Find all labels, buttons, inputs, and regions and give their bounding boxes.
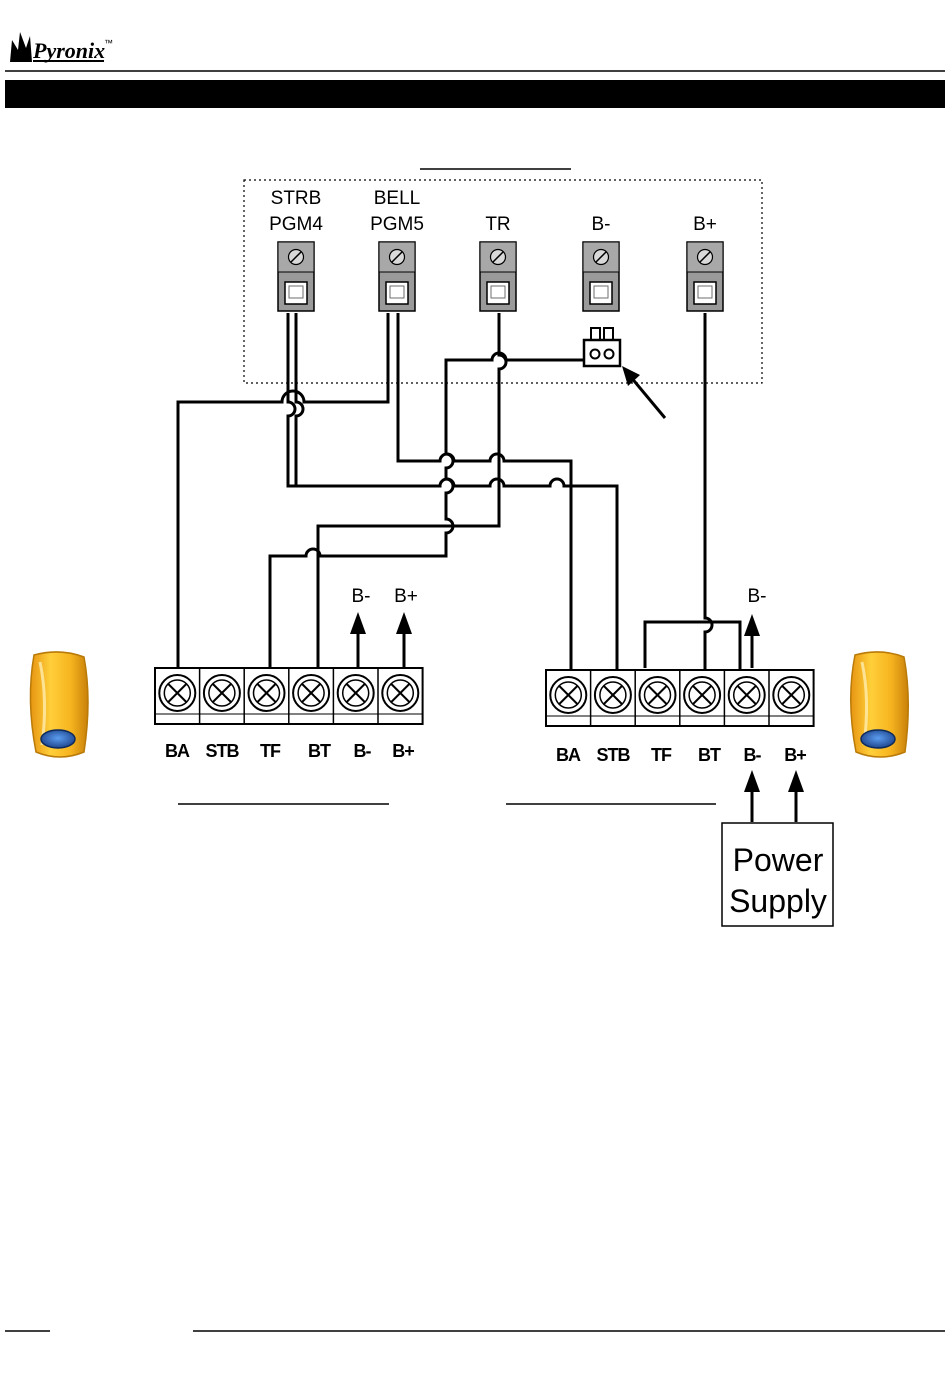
left-bminus-arrow-icon bbox=[350, 612, 366, 634]
panel-label-tr: TR bbox=[485, 214, 510, 235]
left-sounder-terminal-labels: BA STB TF BT B- B+ bbox=[165, 741, 414, 761]
right-sounder-terminal-labels: BA STB TF BT B- B+ bbox=[556, 745, 806, 765]
header-band bbox=[5, 80, 945, 108]
wire-bell-b bbox=[398, 313, 571, 670]
right-label-ba: BA bbox=[556, 745, 581, 765]
header-logo: Pyronix ™ bbox=[10, 32, 113, 63]
panel-label-bplus: B+ bbox=[693, 214, 717, 235]
panel-terminal-block bbox=[278, 242, 314, 311]
left-label-bplus: B+ bbox=[392, 741, 414, 761]
panel-terminal-block bbox=[379, 242, 415, 311]
left-supply-bminus-label: B- bbox=[352, 586, 371, 607]
right-sounder-terminal-strip bbox=[546, 670, 814, 726]
left-supply-bplus-label: B+ bbox=[394, 586, 418, 607]
right-label-stb: STB bbox=[597, 745, 631, 765]
right-supply-bminus-label: B- bbox=[748, 586, 767, 607]
right-label-bminus: B- bbox=[744, 745, 762, 765]
panel-link-connector bbox=[584, 328, 665, 418]
panel-terminal-blocks bbox=[278, 242, 723, 311]
right-bminus-arrow-icon bbox=[744, 614, 760, 636]
power-supply-label-line1: Power bbox=[733, 842, 824, 878]
logo-text: Pyronix bbox=[32, 38, 105, 63]
left-label-ba: BA bbox=[165, 741, 190, 761]
logo-flame-icon bbox=[10, 32, 32, 62]
power-supply-bplus-arrow-icon bbox=[788, 770, 804, 792]
panel-terminal-block bbox=[480, 242, 516, 311]
right-label-bt: BT bbox=[698, 745, 721, 765]
left-sounder-terminal-strip bbox=[155, 668, 423, 724]
left-label-stb: STB bbox=[206, 741, 240, 761]
left-label-tf: TF bbox=[260, 741, 281, 761]
left-sounder-icon bbox=[30, 652, 88, 757]
panel-terminal-block bbox=[687, 242, 723, 311]
left-label-bminus: B- bbox=[354, 741, 372, 761]
right-sounder-lens bbox=[861, 730, 895, 748]
wire-tr bbox=[318, 313, 506, 670]
power-supply-bminus-arrow-icon bbox=[744, 770, 760, 792]
logo-trademark: ™ bbox=[104, 38, 113, 48]
right-label-bplus: B+ bbox=[784, 745, 806, 765]
wire-link bbox=[705, 313, 712, 670]
wire-strb-a bbox=[288, 313, 617, 670]
panel-label-pgm4: PGM4 bbox=[269, 214, 323, 235]
right-sounder-icon bbox=[851, 652, 909, 757]
panel-label-strb: STRB bbox=[271, 188, 322, 209]
panel-terminal-labels: STRB PGM4 BELL PGM5 TR B- B+ bbox=[269, 188, 717, 235]
panel-label-pgm5: PGM5 bbox=[370, 214, 424, 235]
panel-terminal-block bbox=[583, 242, 619, 311]
wiring bbox=[178, 313, 760, 670]
wire-bell-a bbox=[178, 313, 388, 668]
power-supply-label-line2: Supply bbox=[729, 883, 827, 919]
panel-label-bminus: B- bbox=[592, 214, 611, 235]
left-label-bt: BT bbox=[308, 741, 331, 761]
left-bplus-arrow-icon bbox=[396, 612, 412, 634]
right-label-tf: TF bbox=[651, 745, 672, 765]
sounder-terminal-screw bbox=[550, 677, 586, 713]
wire-tf-bt-right bbox=[645, 622, 740, 670]
power-supply: Power Supply bbox=[722, 770, 833, 926]
sounder-terminal-screw bbox=[159, 675, 195, 711]
panel-label-bell: BELL bbox=[374, 188, 420, 209]
wire-strb-b bbox=[296, 313, 303, 486]
left-sounder-lens bbox=[41, 730, 75, 748]
